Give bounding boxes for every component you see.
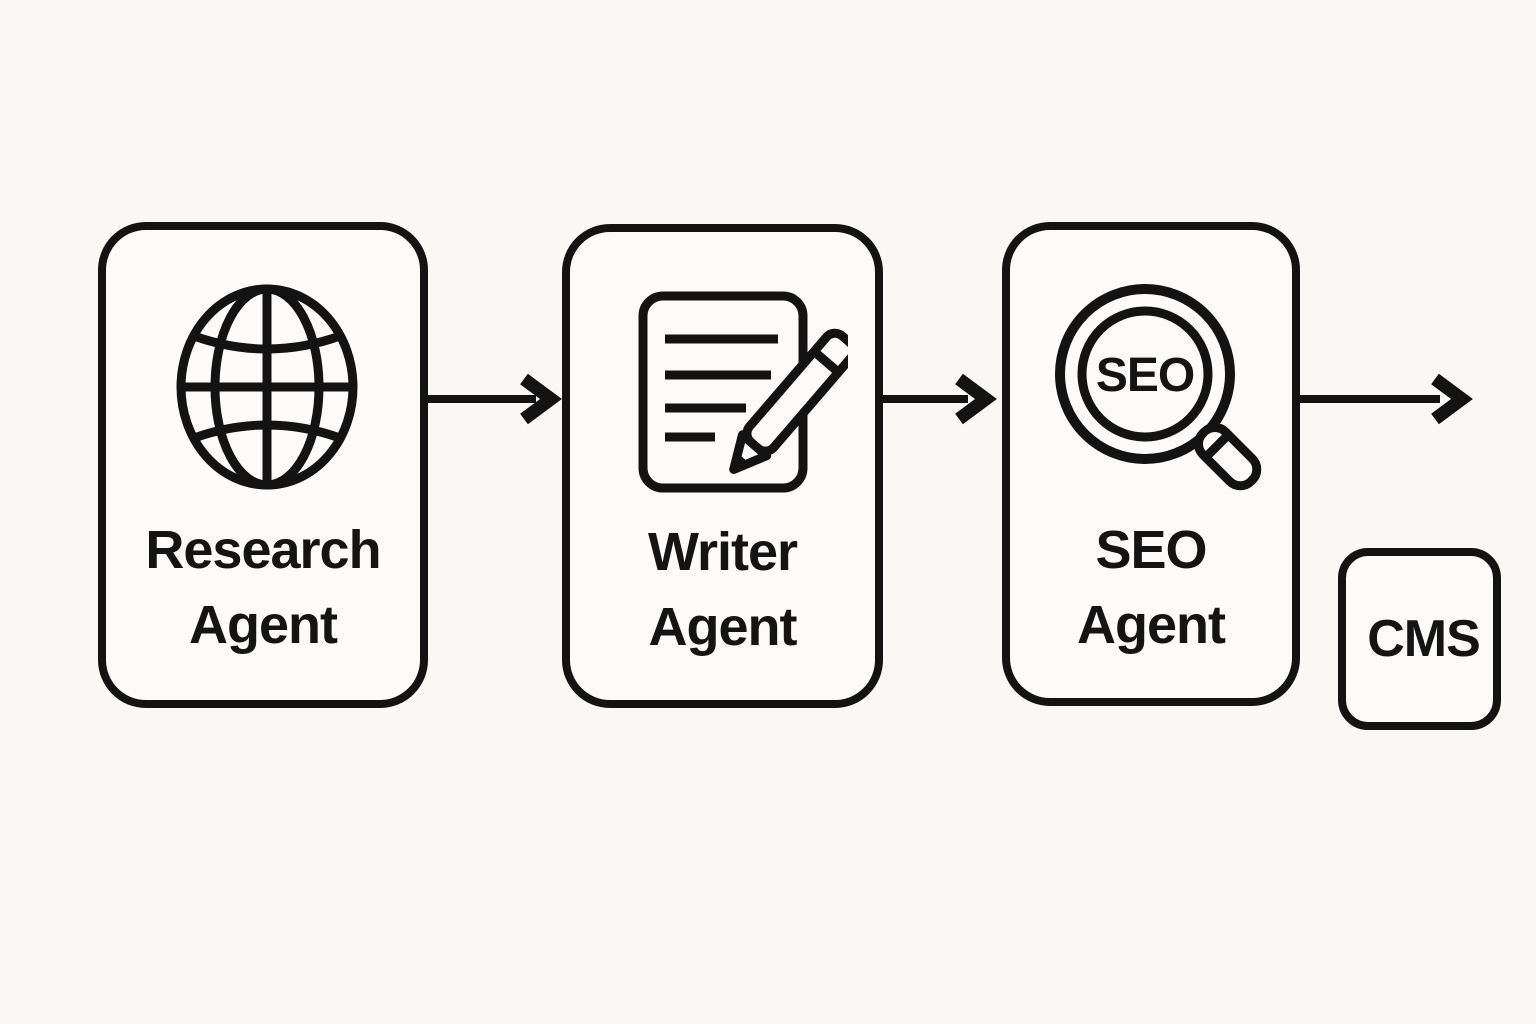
- document-pencil-icon: [628, 290, 848, 496]
- node-label-cms: CMS: [1367, 610, 1481, 668]
- magnifier-seo-icon: SEO: [1052, 280, 1270, 502]
- arrow-research-to-writer: [428, 373, 562, 425]
- node-label-research-agent: Research Agent: [106, 513, 420, 663]
- label-line: Research: [145, 520, 381, 580]
- label-line: Agent: [648, 597, 798, 657]
- label-line: Writer: [647, 522, 798, 582]
- label-line: Agent: [189, 595, 338, 655]
- pencil: [729, 328, 848, 475]
- magnifier-seo-text: SEO: [1096, 349, 1194, 402]
- globe-icon: [172, 284, 362, 490]
- magnifier-handle: [1193, 422, 1262, 491]
- node-cms: CMS: [1338, 548, 1501, 730]
- node-research-agent: Research Agent: [98, 222, 428, 708]
- node-label-writer-agent: Writer Agent: [570, 515, 875, 665]
- node-writer-agent: Writer Agent: [562, 224, 883, 708]
- label-line: SEO: [1095, 520, 1207, 580]
- node-seo-agent: SEO SEO Agent: [1002, 222, 1300, 706]
- node-label-seo-agent: SEO Agent: [1010, 513, 1292, 663]
- label-line: Agent: [1077, 595, 1226, 655]
- arrow-writer-to-seo: [883, 373, 997, 425]
- arrow-seo-to-edge: [1300, 373, 1473, 425]
